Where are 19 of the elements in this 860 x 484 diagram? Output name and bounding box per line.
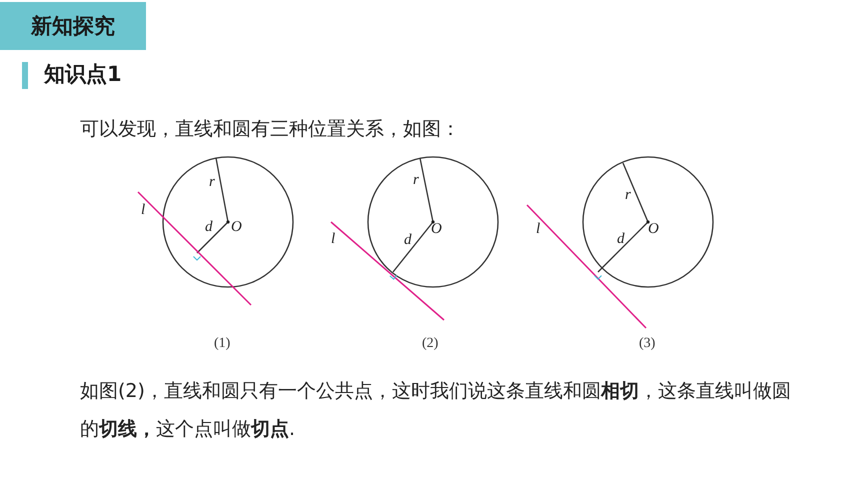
radius-label: r bbox=[413, 172, 419, 189]
distance-label: d bbox=[404, 232, 412, 249]
explanation-paragraph: 如图(2)，直线和圆只有一个公共点，这时我们说这条直线和圆相切，这条直线叫做圆的切线，这个点叫做切点. bbox=[80, 379, 792, 442]
title-banner: 新知探究 bbox=[0, 2, 146, 50]
figure-caption: (2) bbox=[422, 336, 438, 352]
line-label: l bbox=[331, 231, 336, 248]
center-label: O bbox=[231, 219, 242, 236]
center-label: O bbox=[648, 221, 659, 238]
distance-label: d bbox=[205, 219, 212, 236]
center-label: O bbox=[431, 221, 442, 238]
radius-label: r bbox=[209, 174, 215, 191]
section-heading: 知识点1 bbox=[44, 61, 122, 88]
radius-label: r bbox=[625, 187, 631, 204]
figure-caption: (3) bbox=[639, 336, 656, 352]
line-label: l bbox=[536, 221, 540, 238]
figure-caption: (1) bbox=[214, 336, 230, 352]
distance-label: d bbox=[617, 231, 624, 248]
intro-sentence: 可以发现，直线和圆有三种位置关系，如图： bbox=[80, 117, 460, 142]
line-label: l bbox=[141, 202, 146, 219]
